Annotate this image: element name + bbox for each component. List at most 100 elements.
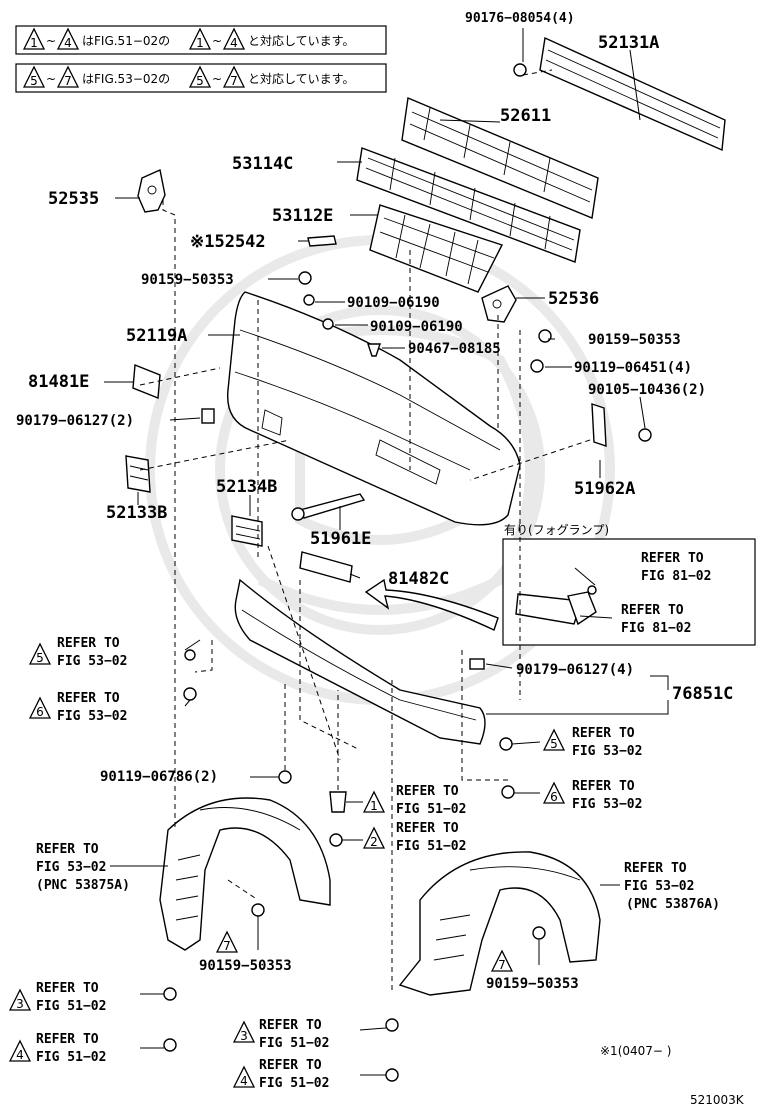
part-52611[interactable]: 52611 [500, 106, 551, 126]
svg-text:REFER TO: REFER TO [259, 1058, 322, 1073]
inset-title: 有り(フォグランプ) [504, 523, 609, 537]
fog-cover-right-drawing [299, 551, 353, 583]
part-53112E[interactable]: 53112E [272, 206, 333, 226]
svg-text:6: 6 [36, 705, 44, 719]
clip-4-drawing [469, 658, 485, 670]
part-90159-50353-c[interactable]: 90159−50353 [199, 958, 292, 974]
part-52119A[interactable]: 52119A [126, 326, 187, 346]
note-tri-num: 5 [30, 74, 38, 88]
part-53114C[interactable]: 53114C [232, 154, 293, 174]
note-tri-num: 5 [196, 74, 204, 88]
ref-4a[interactable]: 4 REFER TO FIG 51−02 [8, 1032, 106, 1065]
note-text: と対応しています。 [248, 72, 354, 86]
figure-code: 521003K [690, 1093, 745, 1107]
svg-text:REFER TO: REFER TO [572, 726, 635, 741]
svg-text:REFER TO: REFER TO [57, 636, 120, 651]
lower-grille-drawing [369, 204, 503, 293]
svg-text:7: 7 [223, 939, 231, 953]
part-51962A[interactable]: 51962A [574, 479, 635, 499]
svg-text:REFER TO: REFER TO [641, 551, 704, 566]
part-90109-06190-b[interactable]: 90109−06190 [370, 319, 463, 335]
ref-5a[interactable]: 5 REFER TO FIG 53−02 [28, 636, 127, 669]
inset-fog-lamp [502, 538, 756, 646]
svg-text:REFER TO: REFER TO [259, 1018, 322, 1033]
bumper-cover-drawing [226, 291, 521, 526]
part-90159-50353-a[interactable]: 90159−50353 [141, 272, 234, 288]
svg-text:REFER TO: REFER TO [57, 691, 120, 706]
ref-1[interactable]: 1 REFER TO FIG 51−02 [362, 784, 466, 817]
ref-7a[interactable]: 7 [215, 930, 239, 953]
part-90179-06127-2[interactable]: 90179−06127(2) [16, 413, 134, 429]
svg-text:3: 3 [240, 1029, 248, 1043]
note-tri-num: 7 [230, 74, 238, 88]
svg-text:(PNC 53876A): (PNC 53876A) [626, 897, 720, 912]
part-52542[interactable]: ※152542 [190, 232, 266, 252]
part-81481E[interactable]: 81481E [28, 372, 89, 392]
note-text: ~ [212, 34, 222, 48]
ref-3a[interactable]: 3 REFER TO FIG 51−02 [8, 981, 106, 1014]
part-52536[interactable]: 52536 [548, 289, 599, 309]
footnote: ※1(0407− ) [600, 1044, 671, 1058]
ref-left-liner[interactable]: REFER TO FIG 53−02 (PNC 53875A) [36, 842, 130, 893]
part-90159-50353-b[interactable]: 90159−50353 [588, 332, 681, 348]
ref-5b[interactable]: 5 REFER TO FIG 53−02 [542, 726, 642, 759]
part-90119-06451[interactable]: 90119−06451(4) [574, 360, 692, 376]
svg-text:REFER TO: REFER TO [396, 821, 459, 836]
fender-liner-left-drawing [159, 797, 331, 951]
leader-lines [104, 28, 669, 1076]
part-52134B[interactable]: 52134B [216, 477, 277, 497]
svg-text:FIG 81−02: FIG 81−02 [641, 569, 711, 584]
ref-2[interactable]: 2 REFER TO FIG 51−02 [362, 821, 466, 854]
part-51961E[interactable]: 51961E [310, 529, 371, 549]
ref-4b[interactable]: 4 REFER TO FIG 51−02 [232, 1058, 329, 1091]
ref-inset-1[interactable]: REFER TO FIG 81−02 [641, 551, 711, 584]
part-81482C[interactable]: 81482C [388, 569, 449, 589]
part-90179-06127-4[interactable]: 90179−06127(4) [516, 662, 634, 678]
part-90109-06190-a[interactable]: 90109−06190 [347, 295, 440, 311]
svg-text:3: 3 [16, 997, 24, 1011]
ref-7b[interactable]: 7 [490, 949, 514, 972]
part-90467-08185[interactable]: 90467−08185 [408, 341, 501, 357]
svg-text:2: 2 [370, 835, 378, 849]
note-tri-num: 4 [64, 36, 72, 50]
part-90176-08054[interactable]: 90176−08054(4) [465, 11, 575, 26]
part-90159-50353-d[interactable]: 90159−50353 [486, 976, 579, 992]
svg-text:FIG 81−02: FIG 81−02 [621, 621, 691, 636]
svg-text:REFER TO: REFER TO [624, 861, 687, 876]
part-52535[interactable]: 52535 [48, 189, 99, 209]
ref-inset-2[interactable]: REFER TO FIG 81−02 [621, 603, 691, 636]
assembly-lines [139, 69, 591, 990]
ref-6a[interactable]: 6 REFER TO FIG 53−02 [28, 691, 127, 724]
note-tri-num: 7 [64, 74, 72, 88]
part-52133B[interactable]: 52133B [106, 503, 167, 523]
part-52131A[interactable]: 52131A [598, 33, 659, 53]
note-text: と対応しています。 [248, 34, 354, 48]
svg-text:FIG 51−02: FIG 51−02 [396, 802, 466, 817]
part-90105-10436[interactable]: 90105−10436(2) [588, 382, 706, 398]
svg-text:FIG 51−02: FIG 51−02 [259, 1076, 329, 1091]
svg-text:FIG 53−02: FIG 53−02 [57, 709, 127, 724]
svg-text:FIG 53−02: FIG 53−02 [572, 744, 642, 759]
note-box-1: 1 ~ 4 はFIG.51−02の 1 ~ 4 と対応しています。 [15, 25, 387, 55]
note-text: ~ [46, 34, 56, 48]
svg-text:FIG 51−02: FIG 51−02 [36, 999, 106, 1014]
part-76851C[interactable]: 76851C [672, 684, 733, 704]
clip-drawing [201, 408, 215, 424]
note-tri-num: 4 [230, 36, 238, 50]
note-text: ~ [212, 72, 222, 86]
bracket-51962A-drawing [591, 403, 607, 447]
svg-text:REFER TO: REFER TO [621, 603, 684, 618]
part-90119-06786[interactable]: 90119−06786(2) [100, 769, 218, 785]
ref-6b[interactable]: 6 REFER TO FIG 53−02 [542, 779, 642, 812]
ref-right-liner[interactable]: REFER TO FIG 53−02 (PNC 53876A) [624, 861, 720, 912]
note-text: ~ [46, 72, 56, 86]
svg-text:7: 7 [498, 958, 506, 972]
bracket-right-drawing [481, 285, 517, 323]
upper-grille-drawing [356, 147, 581, 263]
svg-text:REFER TO: REFER TO [572, 779, 635, 794]
svg-text:6: 6 [550, 790, 558, 804]
ref-3b[interactable]: 3 REFER TO FIG 51−02 [232, 1018, 329, 1051]
svg-text:FIG 51−02: FIG 51−02 [36, 1050, 106, 1065]
